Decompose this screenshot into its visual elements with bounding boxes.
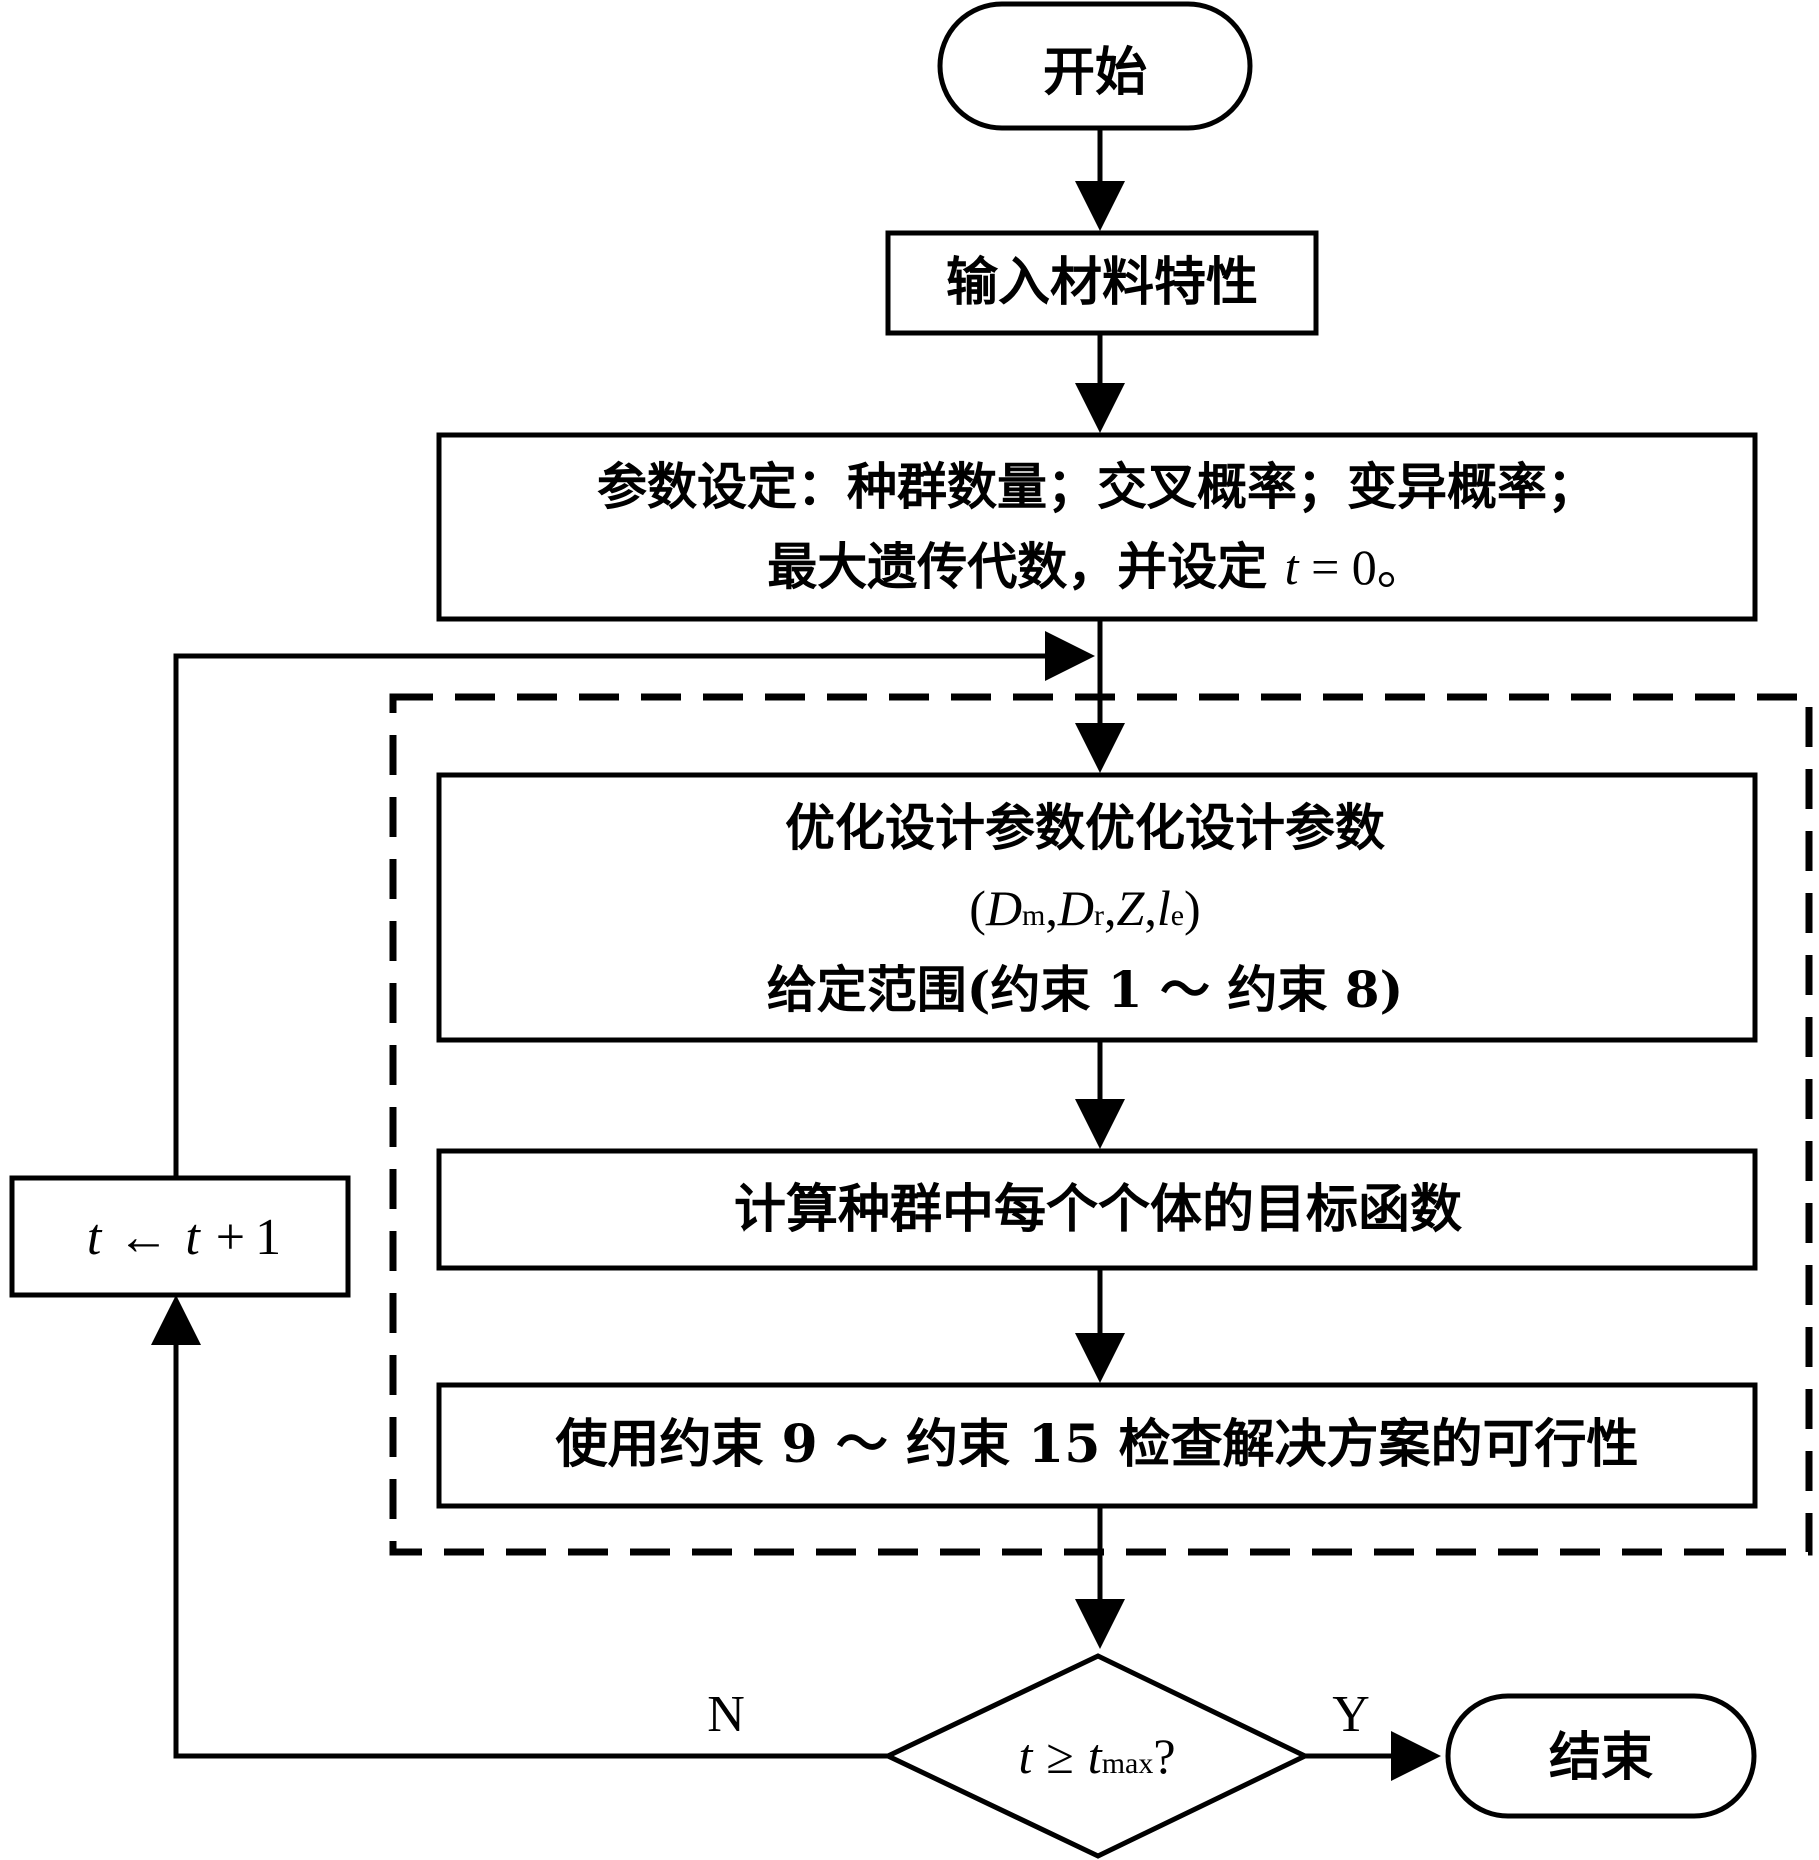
input-node: 输入材料特性 — [885, 230, 1319, 336]
optimize-line2: (Dm,Dr,Z,le) — [969, 880, 1200, 936]
optimize-line1: 优化设计参数优化设计参数 — [785, 798, 1385, 857]
check-node: 使用约束 9 ～ 约束 15 检查解决方案的可行性 — [436, 1382, 1758, 1509]
edge-label-no: N — [707, 1686, 745, 1743]
start-label: 开始 — [1043, 42, 1147, 103]
params-line1: 参数设定：种群数量；交叉概率；变异概率； — [597, 457, 1597, 516]
check-label: 使用约束 9 ～ 约束 15 检查解决方案的可行性 — [554, 1414, 1638, 1475]
input-label: 输入材料特性 — [946, 252, 1258, 313]
end-node: 结束 — [1445, 1693, 1757, 1819]
decision-node: t≥tmax? — [882, 1653, 1311, 1859]
end-label: 结束 — [1549, 1727, 1653, 1788]
optimize-node: 优化设计参数优化设计参数 (Dm,Dr,Z,le) 给定范围(约束 1 ～ 约束… — [436, 772, 1758, 1043]
increment-node: t←t+1 — [9, 1175, 351, 1298]
increment-label: t←t+1 — [87, 1209, 281, 1266]
compute-label: 计算种群中每个个体的目标函数 — [734, 1179, 1462, 1240]
compute-node: 计算种群中每个个体的目标函数 — [436, 1148, 1758, 1271]
edges — [151, 128, 1441, 1781]
edge-label-yes: Y — [1332, 1686, 1370, 1743]
params-node: 参数设定：种群数量；交叉概率；变异概率； 最大遗传代数，并设定 t = 0。 — [436, 432, 1758, 622]
start-node: 开始 — [937, 1, 1253, 131]
optimize-line3: 给定范围(约束 1 ～ 约束 8) — [767, 960, 1404, 1019]
edge-decision-no-to-increment — [151, 1295, 888, 1759]
params-line2: 最大遗传代数，并设定 t = 0。 — [767, 537, 1427, 596]
edge-increment-to-loop — [173, 631, 1095, 1178]
decision-label: t≥tmax? — [1018, 1728, 1175, 1784]
